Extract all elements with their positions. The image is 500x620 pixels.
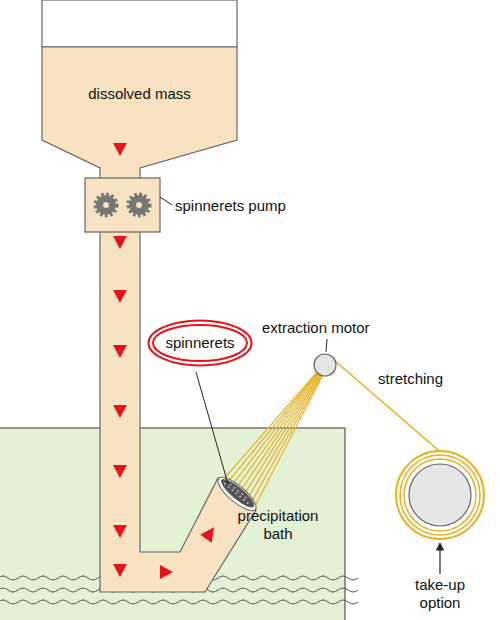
part-label: extraction motor [262,319,370,337]
pump-gears [96,195,149,215]
hopper-node: dissolved mass [42,47,237,140]
feed-pipe [100,230,256,592]
part-label: stretching [378,370,443,388]
part-label: take-up option [395,576,485,612]
pump-leader [160,197,172,205]
callout-leader [196,372,228,484]
take-up-reel [396,451,484,539]
motor-leader [326,339,327,352]
part-label: spinnerets pump [175,197,286,215]
callout-ellipse: spinnerets [147,319,253,367]
node-text: precipitation bath [230,507,326,543]
extraction-motor [314,354,336,376]
node-text: spinnerets [165,334,234,352]
take-up-leader [439,543,440,574]
node-text: dissolved mass [88,85,191,103]
hopper-body [42,47,237,180]
pump-housing [85,178,160,232]
hopper-top [42,0,237,47]
bath-node: precipitation bath [228,500,328,550]
